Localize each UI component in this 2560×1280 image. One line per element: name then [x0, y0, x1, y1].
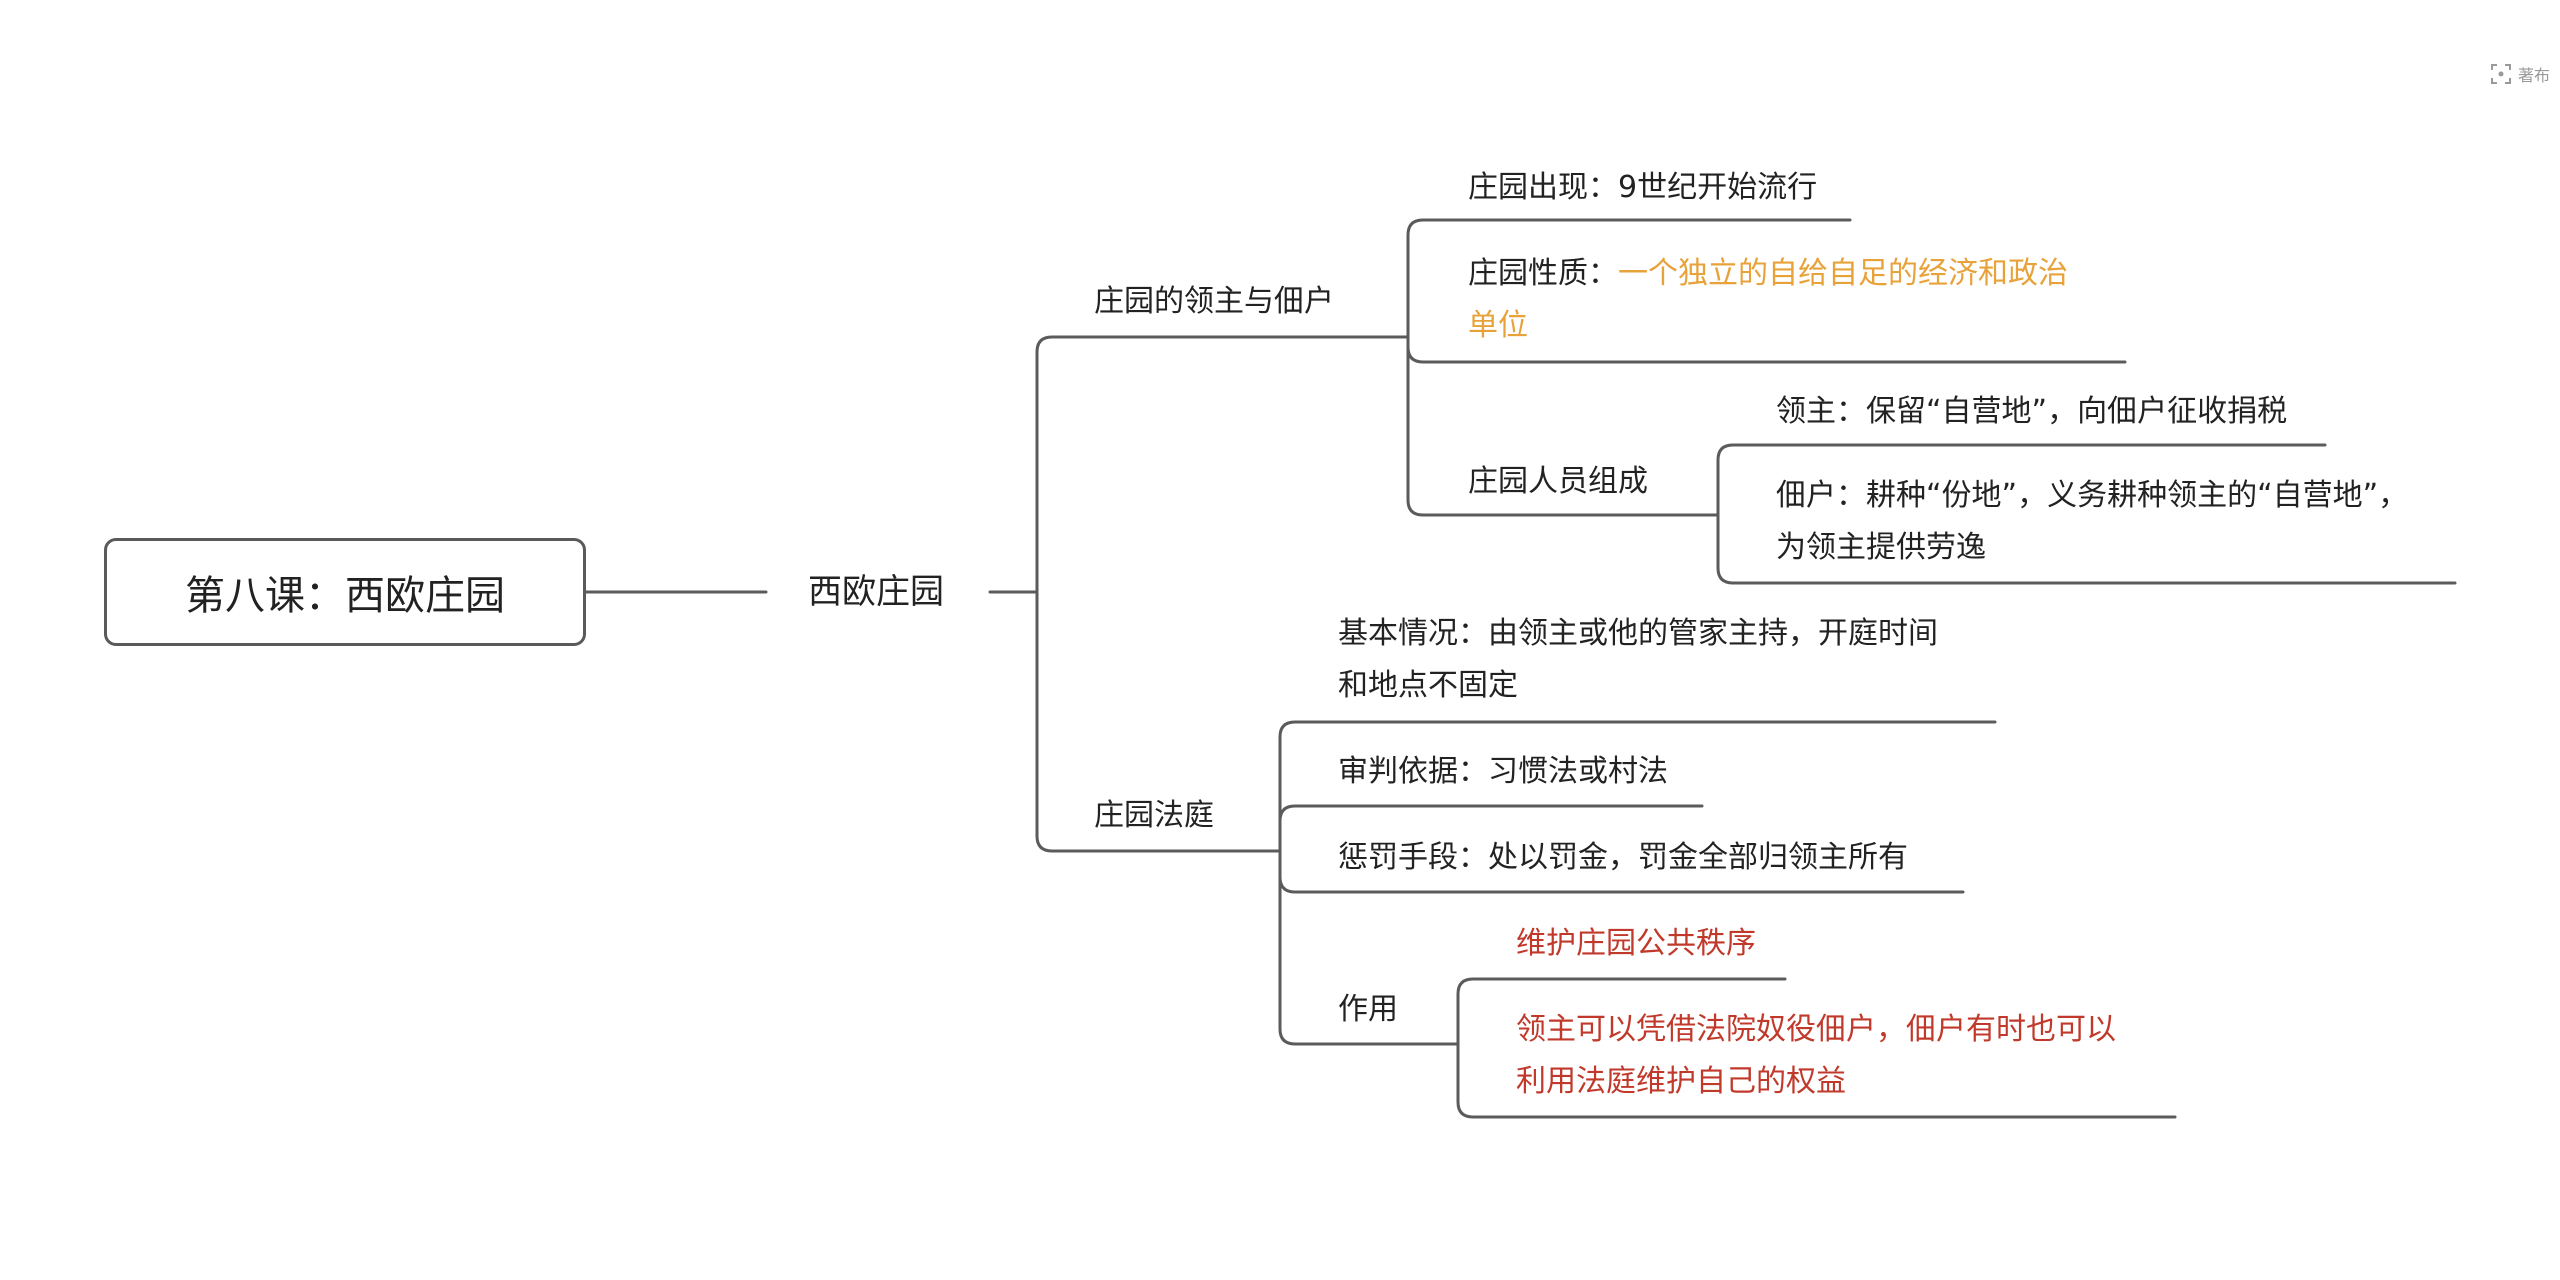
center-node[interactable]: 西欧庄园 [808, 572, 944, 612]
root-node[interactable]: 第八课：西欧庄园 [104, 538, 586, 646]
node-effect-item1[interactable]: 维护庄园公共秩序 [1516, 926, 1756, 961]
node-effect[interactable]: 作用 [1338, 992, 1398, 1027]
node-people[interactable]: 庄园人员组成 [1468, 464, 1648, 499]
focus-icon[interactable] [2490, 63, 2512, 85]
toolbar-label: 著布 [2517, 66, 2550, 85]
toolbar[interactable]: 著布 [2490, 62, 2550, 86]
nature-value-line2: 单位 [1468, 308, 1528, 343]
connector-branch2 [1035, 590, 1282, 853]
node-tenant-line2: 为领主提供劳逸 [1776, 530, 1986, 565]
node-appear[interactable]: 庄园出现：9世纪开始流行 [1468, 162, 1817, 214]
node-punish[interactable]: 惩罚手段：处以罚金，罚金全部归领主所有 [1338, 840, 1908, 875]
connector-people [1406, 335, 1720, 517]
connector-effect-item1 [1456, 977, 1787, 1046]
nature-value-line1: 一个独立的自给自足的经济和政治 [1618, 256, 2068, 291]
nature-label: 庄园性质： [1468, 256, 1618, 291]
branch-manor-court[interactable]: 庄园法庭 [1094, 798, 1214, 833]
node-tenant-line1[interactable]: 佃户：耕种“份地”，义务耕种领主的“自营地”， [1776, 478, 2409, 513]
node-nature[interactable]: 庄园性质：一个独立的自给自足的经济和政治 [1468, 248, 2068, 300]
node-basis[interactable]: 审判依据：习惯法或村法 [1338, 754, 1668, 789]
node-effect-item2-line1[interactable]: 领主可以凭借法院奴役佃户，佃户有时也可以 [1516, 1012, 2116, 1047]
node-basic-line2: 和地点不固定 [1338, 668, 1518, 703]
connector-appear [1406, 218, 1852, 339]
appear-value: 9世纪开始流行 [1618, 170, 1818, 205]
node-lord[interactable]: 领主：保留“自营地”，向佃户征收捐税 [1776, 394, 2288, 429]
connector-effect [1278, 849, 1460, 1046]
connector-lord [1716, 443, 2327, 517]
connector-branch1 [1035, 335, 1410, 594]
connector-tenant [1716, 513, 2457, 585]
connector-basic [1278, 720, 1997, 853]
appear-label: 庄园出现： [1468, 170, 1618, 205]
node-basic-line1[interactable]: 基本情况：由领主或他的管家主持，开庭时间 [1338, 616, 1938, 651]
node-effect-item2-line2: 利用法庭维护自己的权益 [1516, 1064, 1846, 1099]
branch-lord-tenant[interactable]: 庄园的领主与佃户 [1094, 284, 1334, 319]
connector-effect-item2 [1456, 1042, 2177, 1119]
connector-basis [1278, 804, 1704, 853]
root-label: 第八课：西欧庄园 [185, 573, 505, 619]
